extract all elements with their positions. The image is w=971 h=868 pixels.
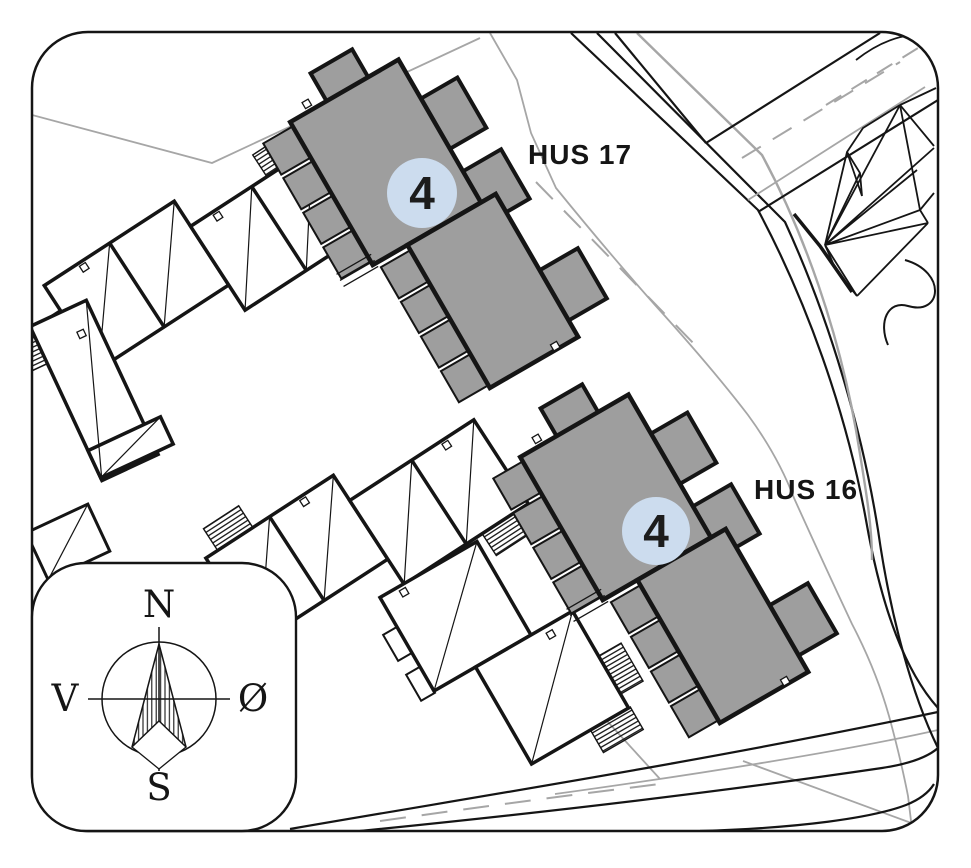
badge-count: 4 bbox=[643, 505, 669, 557]
badge-hus17-units[interactable]: 4 bbox=[387, 158, 457, 228]
wireframe-roof-building bbox=[792, 87, 937, 346]
context-building-bottom bbox=[377, 539, 645, 767]
compass-label-north: N bbox=[143, 583, 175, 626]
badge-hus16-units[interactable]: 4 bbox=[622, 497, 690, 565]
map-border bbox=[30, 30, 940, 833]
badge-circle[interactable] bbox=[622, 497, 690, 565]
compass-label-south: S bbox=[146, 766, 171, 809]
roads bbox=[289, 32, 938, 831]
badge-count: 4 bbox=[409, 167, 435, 219]
compass-label-west: V bbox=[51, 677, 80, 720]
compass-panel: N S V Ø bbox=[30, 561, 298, 833]
label-hus17: HUS 17 bbox=[528, 139, 632, 170]
compass-rose: N S V Ø bbox=[51, 583, 269, 809]
label-hus16: HUS 16 bbox=[754, 474, 858, 505]
context-building-left bbox=[32, 297, 176, 483]
compass-label-east: Ø bbox=[238, 677, 268, 720]
badge-circle[interactable] bbox=[387, 158, 457, 228]
